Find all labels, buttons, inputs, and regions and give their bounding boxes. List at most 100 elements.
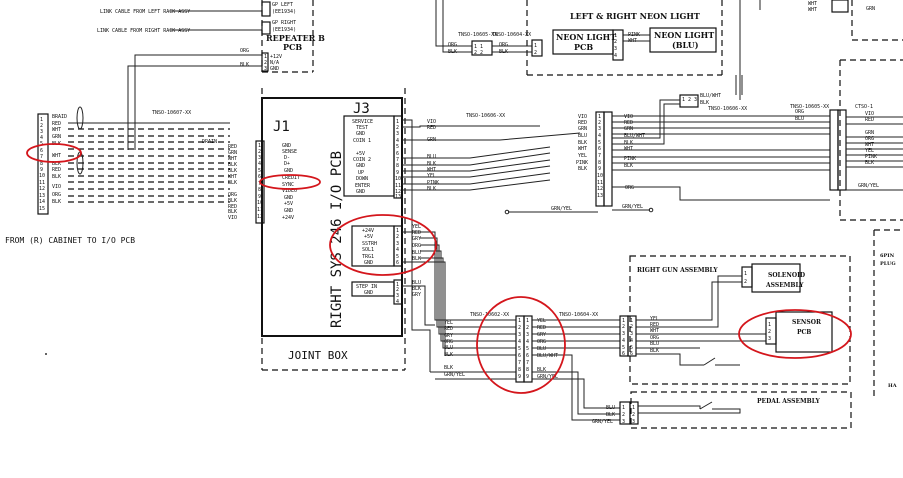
svg-text:10: 10	[257, 200, 263, 206]
svg-text:6: 6	[396, 260, 399, 266]
svg-text:6: 6	[518, 353, 521, 359]
svg-text:4: 4	[258, 161, 261, 167]
svg-text:2: 2	[40, 123, 43, 129]
svg-text:WHT: WHT	[52, 127, 61, 133]
svg-text:8: 8	[518, 367, 521, 373]
svg-text:2: 2	[632, 412, 635, 418]
svg-text:ORG: ORG	[650, 335, 659, 341]
svg-text:VIO: VIO	[228, 215, 237, 221]
repeater-pin-3: 3	[264, 66, 267, 72]
mid-org: ORG	[625, 185, 634, 191]
pedal-color-2: BLK	[606, 412, 615, 418]
highlight-ring-left-pin	[26, 143, 82, 163]
step-color-3: GRY	[412, 292, 421, 298]
svg-text:SOL1: SOL1	[362, 247, 374, 253]
svg-text:2: 2	[474, 50, 477, 56]
svg-text:2: 2	[598, 120, 601, 126]
svg-text:7: 7	[396, 157, 399, 163]
svg-text:BLK: BLK	[228, 168, 237, 174]
svg-text:SENSE: SENSE	[282, 149, 297, 155]
svg-text:RED: RED	[650, 322, 659, 328]
svg-text:ORG: ORG	[412, 243, 421, 249]
svg-text:13: 13	[597, 193, 603, 199]
svg-text:5: 5	[622, 345, 625, 351]
svg-text:9: 9	[526, 374, 529, 380]
io-pcb-title: RIGHT SYS 246 I/O PCB	[329, 151, 345, 328]
svg-text:10: 10	[395, 176, 401, 182]
svg-text:4: 4	[40, 135, 43, 141]
svg-text:3: 3	[40, 129, 43, 135]
svg-text:5: 5	[630, 345, 633, 351]
stray-dot	[45, 353, 47, 355]
svg-text:3: 3	[598, 126, 601, 132]
svg-text:WHT: WHT	[228, 156, 237, 162]
svg-text:RED: RED	[427, 125, 436, 131]
svg-text:TRG1: TRG1	[362, 254, 374, 260]
highlight-ring-sync	[259, 174, 321, 190]
mid-cable-c: TNSO-10604-XX	[492, 32, 531, 38]
svg-text:COIN 1: COIN 1	[353, 138, 371, 144]
link-cable-right-label: LINK CABLE FROM RIGHT RACK ASSY	[97, 28, 190, 34]
svg-text:11: 11	[597, 180, 603, 186]
svg-text:1: 1	[396, 119, 399, 125]
svg-text:4: 4	[614, 53, 617, 59]
right-bottom-label: HA	[888, 383, 897, 389]
svg-text:PINK: PINK	[624, 156, 636, 162]
svg-text:ORG: ORG	[865, 136, 874, 142]
svg-text:GRY: GRY	[412, 236, 421, 242]
svg-text:WHT: WHT	[808, 1, 817, 7]
svg-text:GND: GND	[282, 143, 291, 149]
svg-text:BLK: BLK	[427, 161, 436, 167]
svg-text:9: 9	[518, 374, 521, 380]
svg-text:2: 2	[630, 324, 633, 330]
svg-text:BLK: BLK	[578, 166, 587, 172]
svg-text:4: 4	[518, 339, 521, 345]
step-color-1: BLU	[412, 280, 421, 286]
gun-assembly-colors: YEL RED WHT ORG BLU BLK	[650, 316, 659, 354]
svg-text:1: 1	[40, 117, 43, 123]
svg-text:VIO: VIO	[578, 114, 587, 120]
highlight-rings	[26, 143, 852, 394]
svg-text:WHT: WHT	[624, 146, 633, 152]
svg-text:BLK: BLK	[444, 365, 453, 371]
svg-text:GRN: GRN	[624, 126, 633, 132]
neon-light-label: NEON LIGHT	[654, 30, 714, 40]
svg-text:BLK: BLK	[624, 163, 633, 169]
svg-text:14: 14	[39, 199, 45, 205]
gun-title: RIGHT GUN ASSEMBLY	[637, 267, 718, 274]
svg-text:3: 3	[258, 155, 261, 161]
gp-left-code: (EE1934)	[272, 9, 296, 15]
svg-text:BLU: BLU	[427, 154, 436, 160]
svg-text:2: 2	[744, 279, 747, 285]
svg-text:GND: GND	[356, 131, 365, 137]
svg-text:VIO: VIO	[52, 184, 61, 190]
repeater-wire-1: ORG	[240, 48, 249, 54]
svg-text:WHT: WHT	[228, 174, 237, 180]
svg-text:9: 9	[598, 166, 601, 172]
svg-text:2: 2	[526, 325, 529, 331]
svg-text:BLK: BLK	[228, 180, 237, 186]
step-pins: 1 2 3 4	[396, 282, 399, 305]
svg-text:BLK: BLK	[52, 199, 61, 205]
svg-text:2: 2	[258, 149, 261, 155]
svg-text:4: 4	[396, 247, 399, 253]
svg-text:TEST: TEST	[356, 125, 368, 131]
svg-text:BLK: BLK	[228, 198, 237, 204]
svg-text:1: 1	[526, 318, 529, 324]
neon-pcb-label: NEON LIGHT	[556, 32, 616, 42]
svg-text:2: 2	[534, 50, 537, 56]
svg-text:8: 8	[396, 163, 399, 169]
svg-text:13: 13	[395, 194, 401, 200]
svg-text:1: 1	[258, 143, 261, 149]
svg-text:9: 9	[40, 167, 43, 173]
svg-text:ORG: ORG	[537, 339, 546, 345]
svg-text:RED: RED	[444, 326, 453, 332]
j3-pins: 1 2 3 4 5 6 7 8 9 10 11 12 13	[395, 119, 401, 200]
svg-text:2: 2	[614, 39, 617, 45]
svg-text:6: 6	[598, 146, 601, 152]
highlight-ring-gun-connector	[476, 296, 566, 394]
svg-text:YEL: YEL	[537, 318, 546, 324]
svg-text:5: 5	[526, 346, 529, 352]
svg-text:PINK: PINK	[865, 154, 877, 160]
svg-text:7: 7	[40, 154, 43, 160]
